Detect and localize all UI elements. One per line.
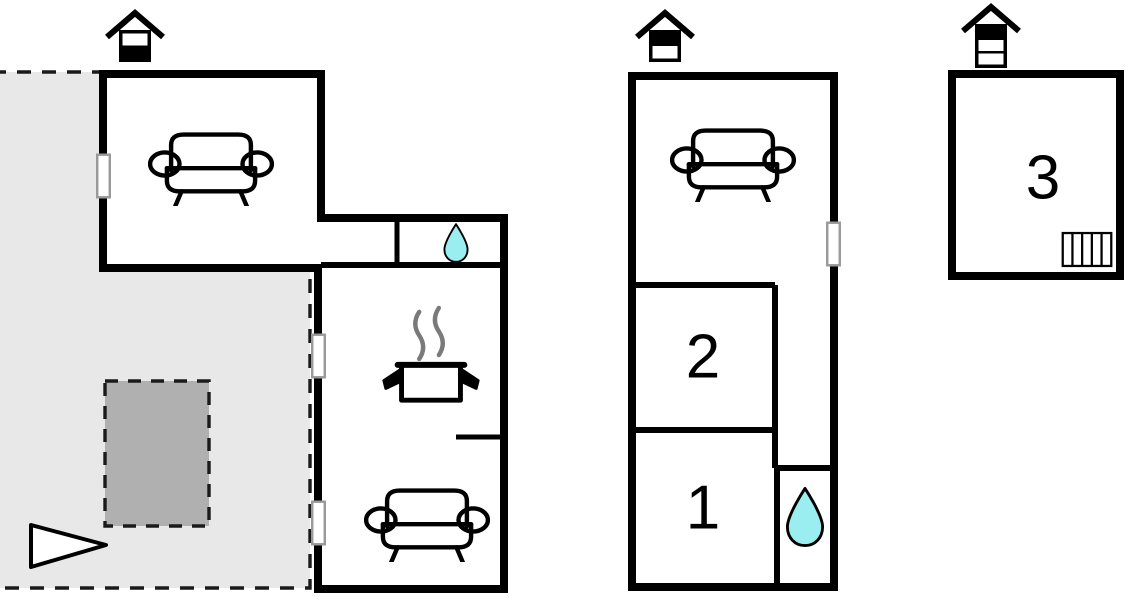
triangle-marker-icon	[29, 523, 108, 569]
room-label-1: 1	[686, 474, 720, 543]
first-floor-outer-wall	[628, 72, 838, 591]
building-second-floor: 3	[948, 7, 1124, 280]
inner-patch	[103, 379, 211, 528]
building-ground-floor	[96, 13, 508, 593]
room-label-2: 2	[686, 323, 720, 392]
room-label-3: 3	[1026, 144, 1060, 213]
second-floor-outer-wall	[948, 70, 1124, 280]
building-first-floor: 2 1	[628, 13, 841, 591]
ground-floor-outer-wall	[99, 70, 508, 593]
house-icon-second-floor	[963, 7, 1019, 68]
door-right-wall[interactable]	[826, 221, 841, 267]
house-icon-first-floor	[637, 13, 693, 62]
ground-floor-interior-fill	[101, 72, 506, 591]
door-left-wall-upper[interactable]	[96, 153, 111, 199]
door-mid-wall-lower[interactable]	[311, 500, 326, 546]
radiator-icon	[1061, 231, 1113, 268]
door-mid-wall-upper[interactable]	[311, 333, 326, 379]
house-icon-ground-floor	[107, 13, 163, 62]
